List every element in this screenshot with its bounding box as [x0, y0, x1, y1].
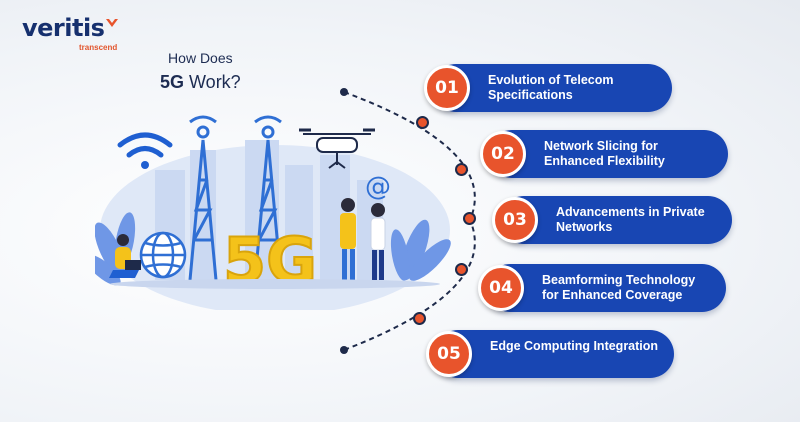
step-title: Edge Computing Integration: [490, 339, 659, 353]
step-card-02[interactable]: 02 Network Slicing for Enhanced Flexibil…: [480, 130, 728, 178]
person-icon: [340, 198, 356, 281]
step-card-05[interactable]: 05 Edge Computing Integration: [426, 330, 674, 378]
logo-mark-icon: [106, 19, 118, 27]
heading-5g: 5G: [160, 72, 185, 92]
email-icon: @: [365, 172, 391, 202]
page-heading: How Does 5G Work?: [160, 50, 241, 93]
step-title: Beamforming Technology for Enhanced Cove…: [542, 273, 696, 302]
laptop-icon: [125, 260, 141, 270]
step-number-badge: 03: [492, 197, 538, 243]
globe-icon: [139, 231, 187, 279]
arc-node: [413, 312, 426, 325]
cell-tower-icon: [253, 115, 283, 281]
step-title: Evolution of Telecom Specifications: [488, 73, 614, 102]
step-card-01[interactable]: 01 Evolution of Telecom Specifications: [424, 64, 672, 112]
heading-work: Work?: [184, 72, 241, 92]
leaf-icon: [390, 219, 451, 281]
step-number-badge: 04: [478, 265, 524, 311]
arc-node: [455, 263, 468, 276]
cell-tower-icon: [188, 115, 218, 281]
arc-node: [416, 116, 429, 129]
person-icon: [370, 203, 386, 280]
arc-endpoint-bottom: [340, 346, 348, 354]
arc-endpoint-top: [340, 88, 348, 96]
5g-illustration: @ 5G: [95, 115, 451, 310]
person-icon: [109, 234, 141, 278]
brand-name: veritis: [22, 14, 105, 42]
step-number-badge: 01: [424, 65, 470, 111]
brand-tagline: transcend: [79, 43, 118, 52]
step-title: Network Slicing for Enhanced Flexibility: [544, 139, 665, 168]
step-card-03[interactable]: 03 Advancements in Private Networks: [492, 196, 732, 244]
arc-node: [463, 212, 476, 225]
step-number-badge: 05: [426, 331, 472, 377]
brand-logo[interactable]: veritis transcend: [22, 14, 118, 52]
step-number-badge: 02: [480, 131, 526, 177]
heading-line1: How Does: [168, 50, 233, 66]
wifi-icon: [117, 132, 173, 169]
arc-node: [455, 163, 468, 176]
drone-icon: [299, 128, 375, 169]
step-title: Advancements in Private Networks: [556, 205, 705, 234]
heading-line2: 5G Work?: [160, 72, 241, 93]
step-card-04[interactable]: 04 Beamforming Technology for Enhanced C…: [478, 264, 726, 312]
